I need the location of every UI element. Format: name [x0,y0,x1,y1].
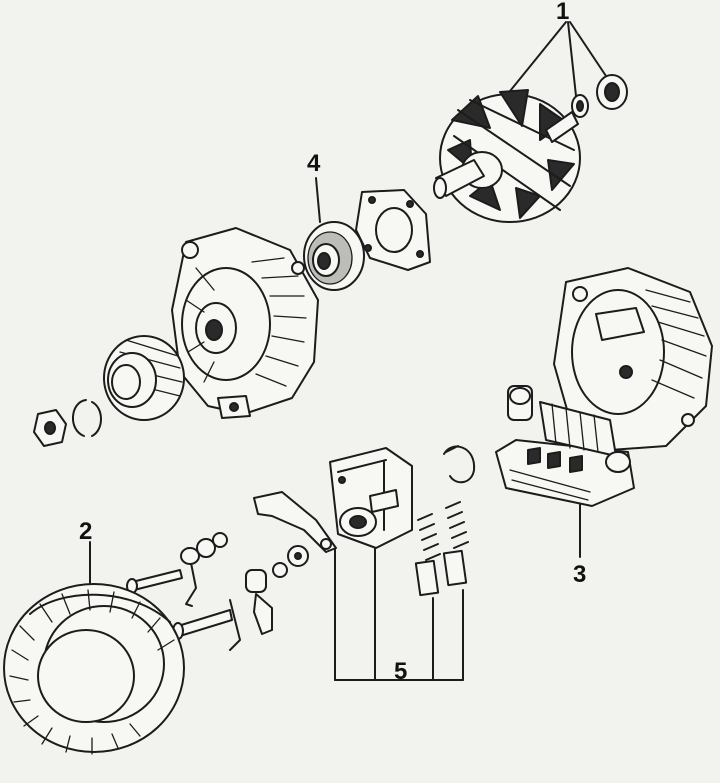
terminal-bracket [253,491,337,553]
terminal-bolt-upper [126,532,228,607]
callout-3-rectifier: 3 [573,561,587,588]
brush-cover-clip [443,445,476,484]
leader-1-spacer [567,21,577,97]
rotor [433,74,628,223]
pulley [103,335,185,421]
pulley-nut [33,409,67,447]
callout-1-rotor: 1 [556,0,570,25]
brush-holder [329,447,413,549]
front-bearing [303,221,365,291]
stator [3,583,185,755]
bearing-retainer-plate [355,189,431,271]
leader-lines [89,21,607,681]
lock-washer [72,399,102,437]
leader-1-bearing [569,21,607,77]
terminal-bolt-lower [172,545,309,651]
leader-1-rotor [505,21,567,97]
callout-2-stator: 2 [79,518,93,545]
front-housing [171,227,319,419]
rectifier [495,385,635,507]
brush-set [414,501,469,597]
leader-4 [315,177,321,223]
rear-housing [553,267,713,451]
callout-5-brush-holder: 5 [394,658,408,685]
callout-4-bearing: 4 [307,150,321,177]
